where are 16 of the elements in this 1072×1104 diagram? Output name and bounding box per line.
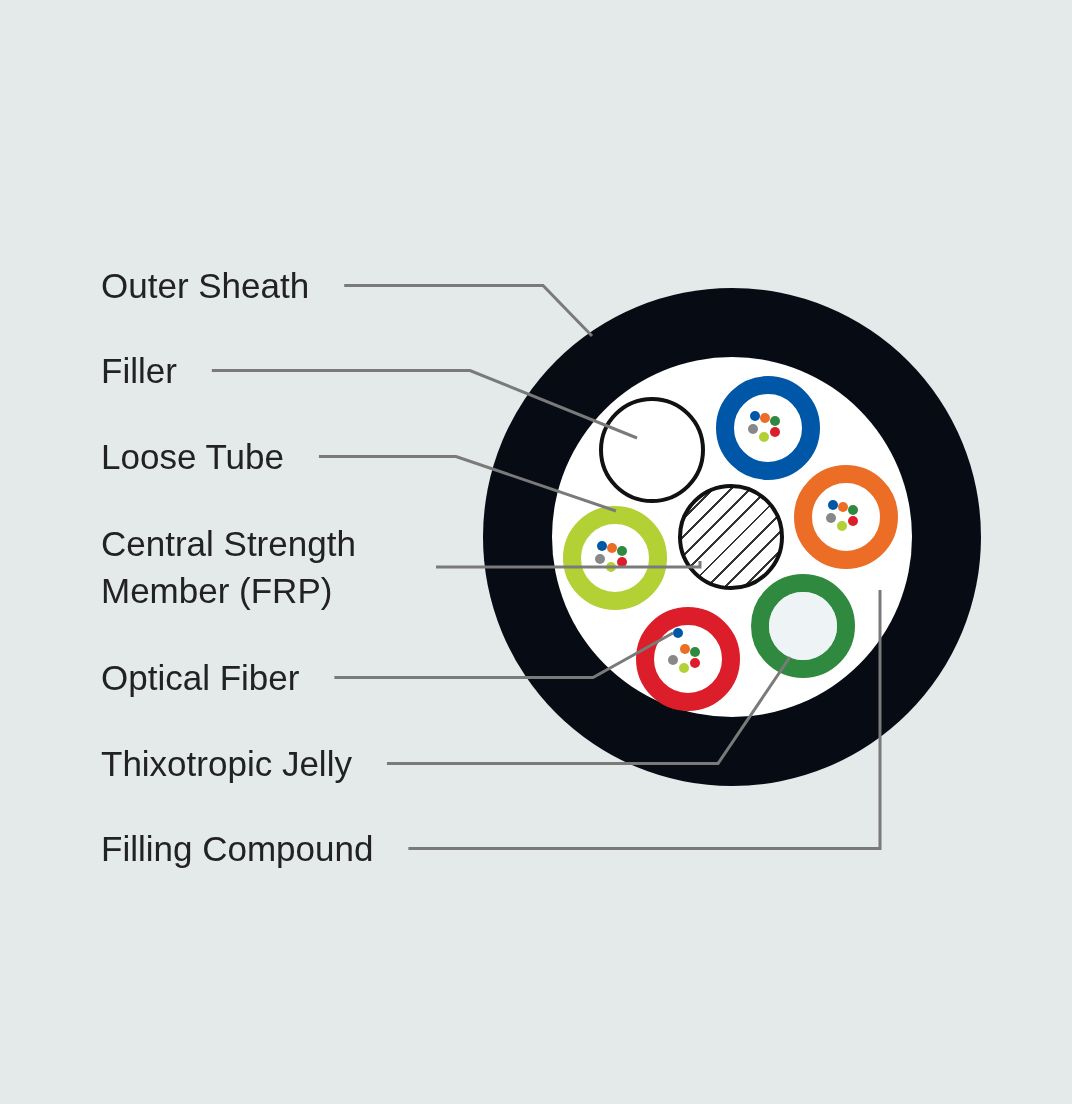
part-label: Filler <box>101 347 177 394</box>
part-label: Loose Tube <box>101 433 284 480</box>
fiber-dot <box>673 628 683 638</box>
leader-line <box>318 455 617 513</box>
leader-line <box>408 590 882 850</box>
leader-line <box>386 656 792 765</box>
part-label: Central Strength Member (FRP) <box>101 520 401 614</box>
leader-line <box>334 631 674 679</box>
part-label: Thixotropic Jelly <box>101 740 352 787</box>
part-label: Optical Fiber <box>101 654 300 701</box>
part-label: Outer Sheath <box>101 262 310 309</box>
part-label: Filling Compound <box>101 825 374 872</box>
leader-line <box>211 369 638 440</box>
leader-line <box>436 561 702 569</box>
leader-line <box>344 284 594 338</box>
filler-rod <box>599 397 705 503</box>
